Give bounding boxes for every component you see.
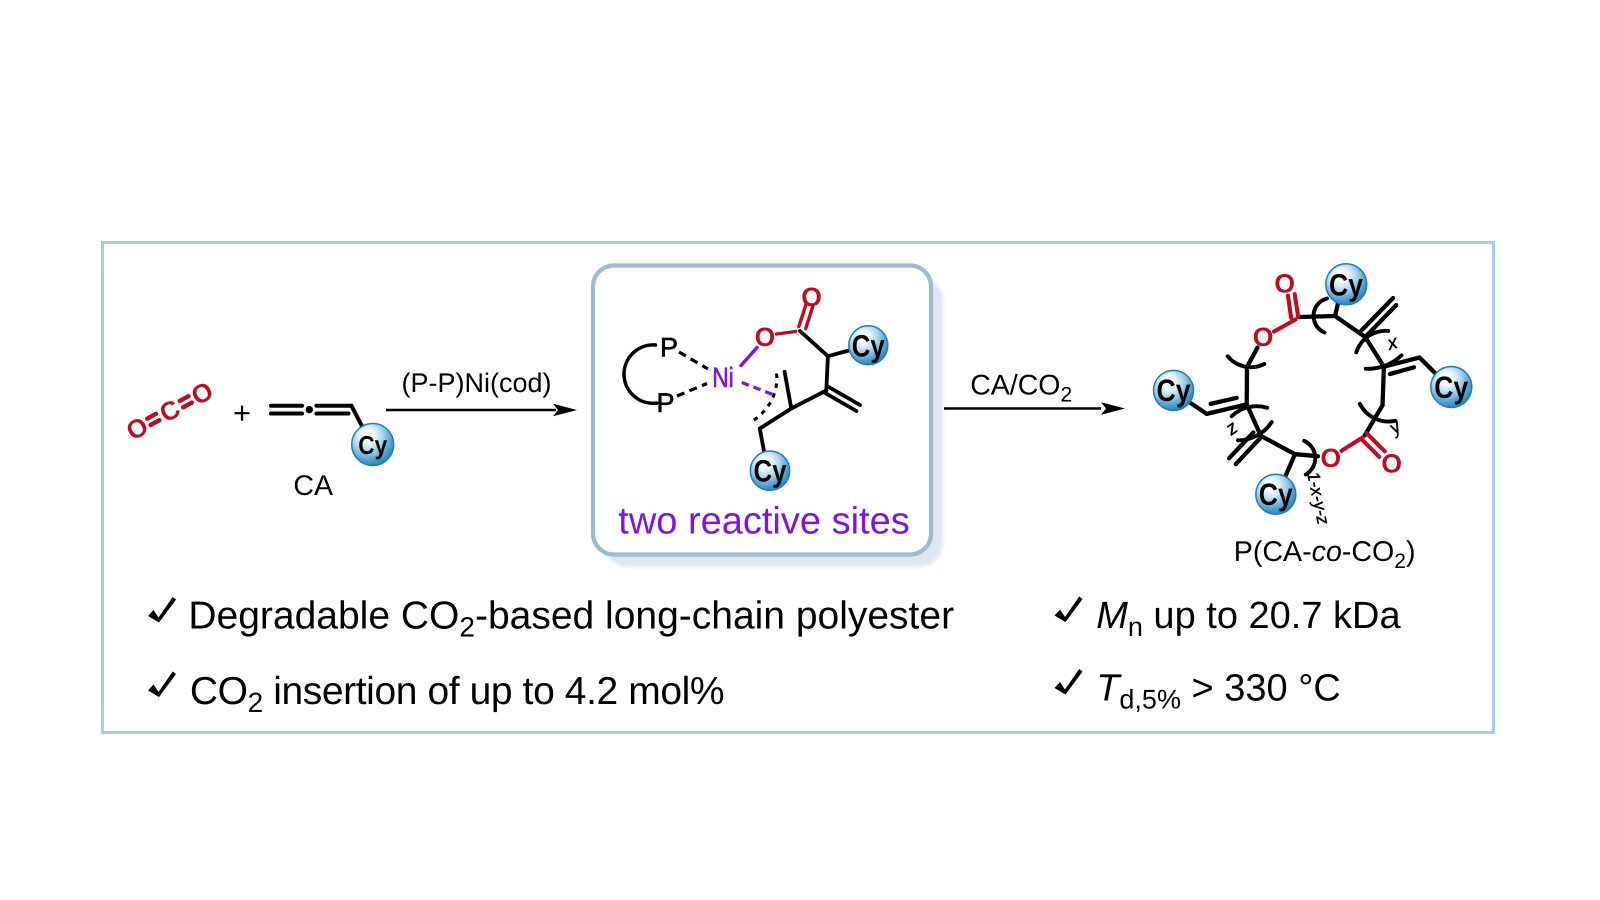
svg-text:P: P [656, 388, 674, 418]
svg-text:(P-P)Ni(cod): (P-P)Ni(cod) [401, 368, 551, 398]
svg-text:Degradable CO2-based long-chai: Degradable CO2-based long-chain polyeste… [188, 595, 954, 643]
svg-text:Cy: Cy [1157, 373, 1192, 408]
svg-text:Cy: Cy [358, 430, 387, 460]
svg-text:Ni: Ni [712, 362, 734, 393]
svg-text:CA/CO2: CA/CO2 [970, 369, 1072, 406]
svg-text:CO2 insertion of up to 4.2 mol: CO2 insertion of up to 4.2 mol% [190, 670, 724, 718]
svg-text:O: O [1381, 449, 1402, 479]
svg-text:CA: CA [293, 470, 333, 502]
svg-text:Cy: Cy [1434, 370, 1469, 405]
svg-text:Cy: Cy [754, 454, 788, 489]
svg-text:P(CA-co-CO2): P(CA-co-CO2) [1234, 536, 1416, 573]
svg-text:two reactive sites: two reactive sites [618, 501, 909, 543]
svg-text:O: O [801, 282, 822, 312]
svg-text:Cy: Cy [1329, 268, 1364, 303]
svg-text:Cy: Cy [1259, 477, 1294, 512]
svg-text:O: O [1253, 322, 1274, 352]
svg-text:O: O [1320, 443, 1341, 473]
svg-text:O: O [1274, 268, 1295, 298]
svg-text:Td,5% > 330 °C: Td,5% > 330 °C [1096, 668, 1341, 715]
svg-text:P: P [660, 333, 678, 363]
svg-text:O: O [755, 322, 776, 352]
svg-text:Cy: Cy [852, 328, 886, 363]
svg-text:Mn up to 20.7 kDa: Mn up to 20.7 kDa [1096, 595, 1401, 642]
svg-text:+: + [233, 396, 251, 431]
